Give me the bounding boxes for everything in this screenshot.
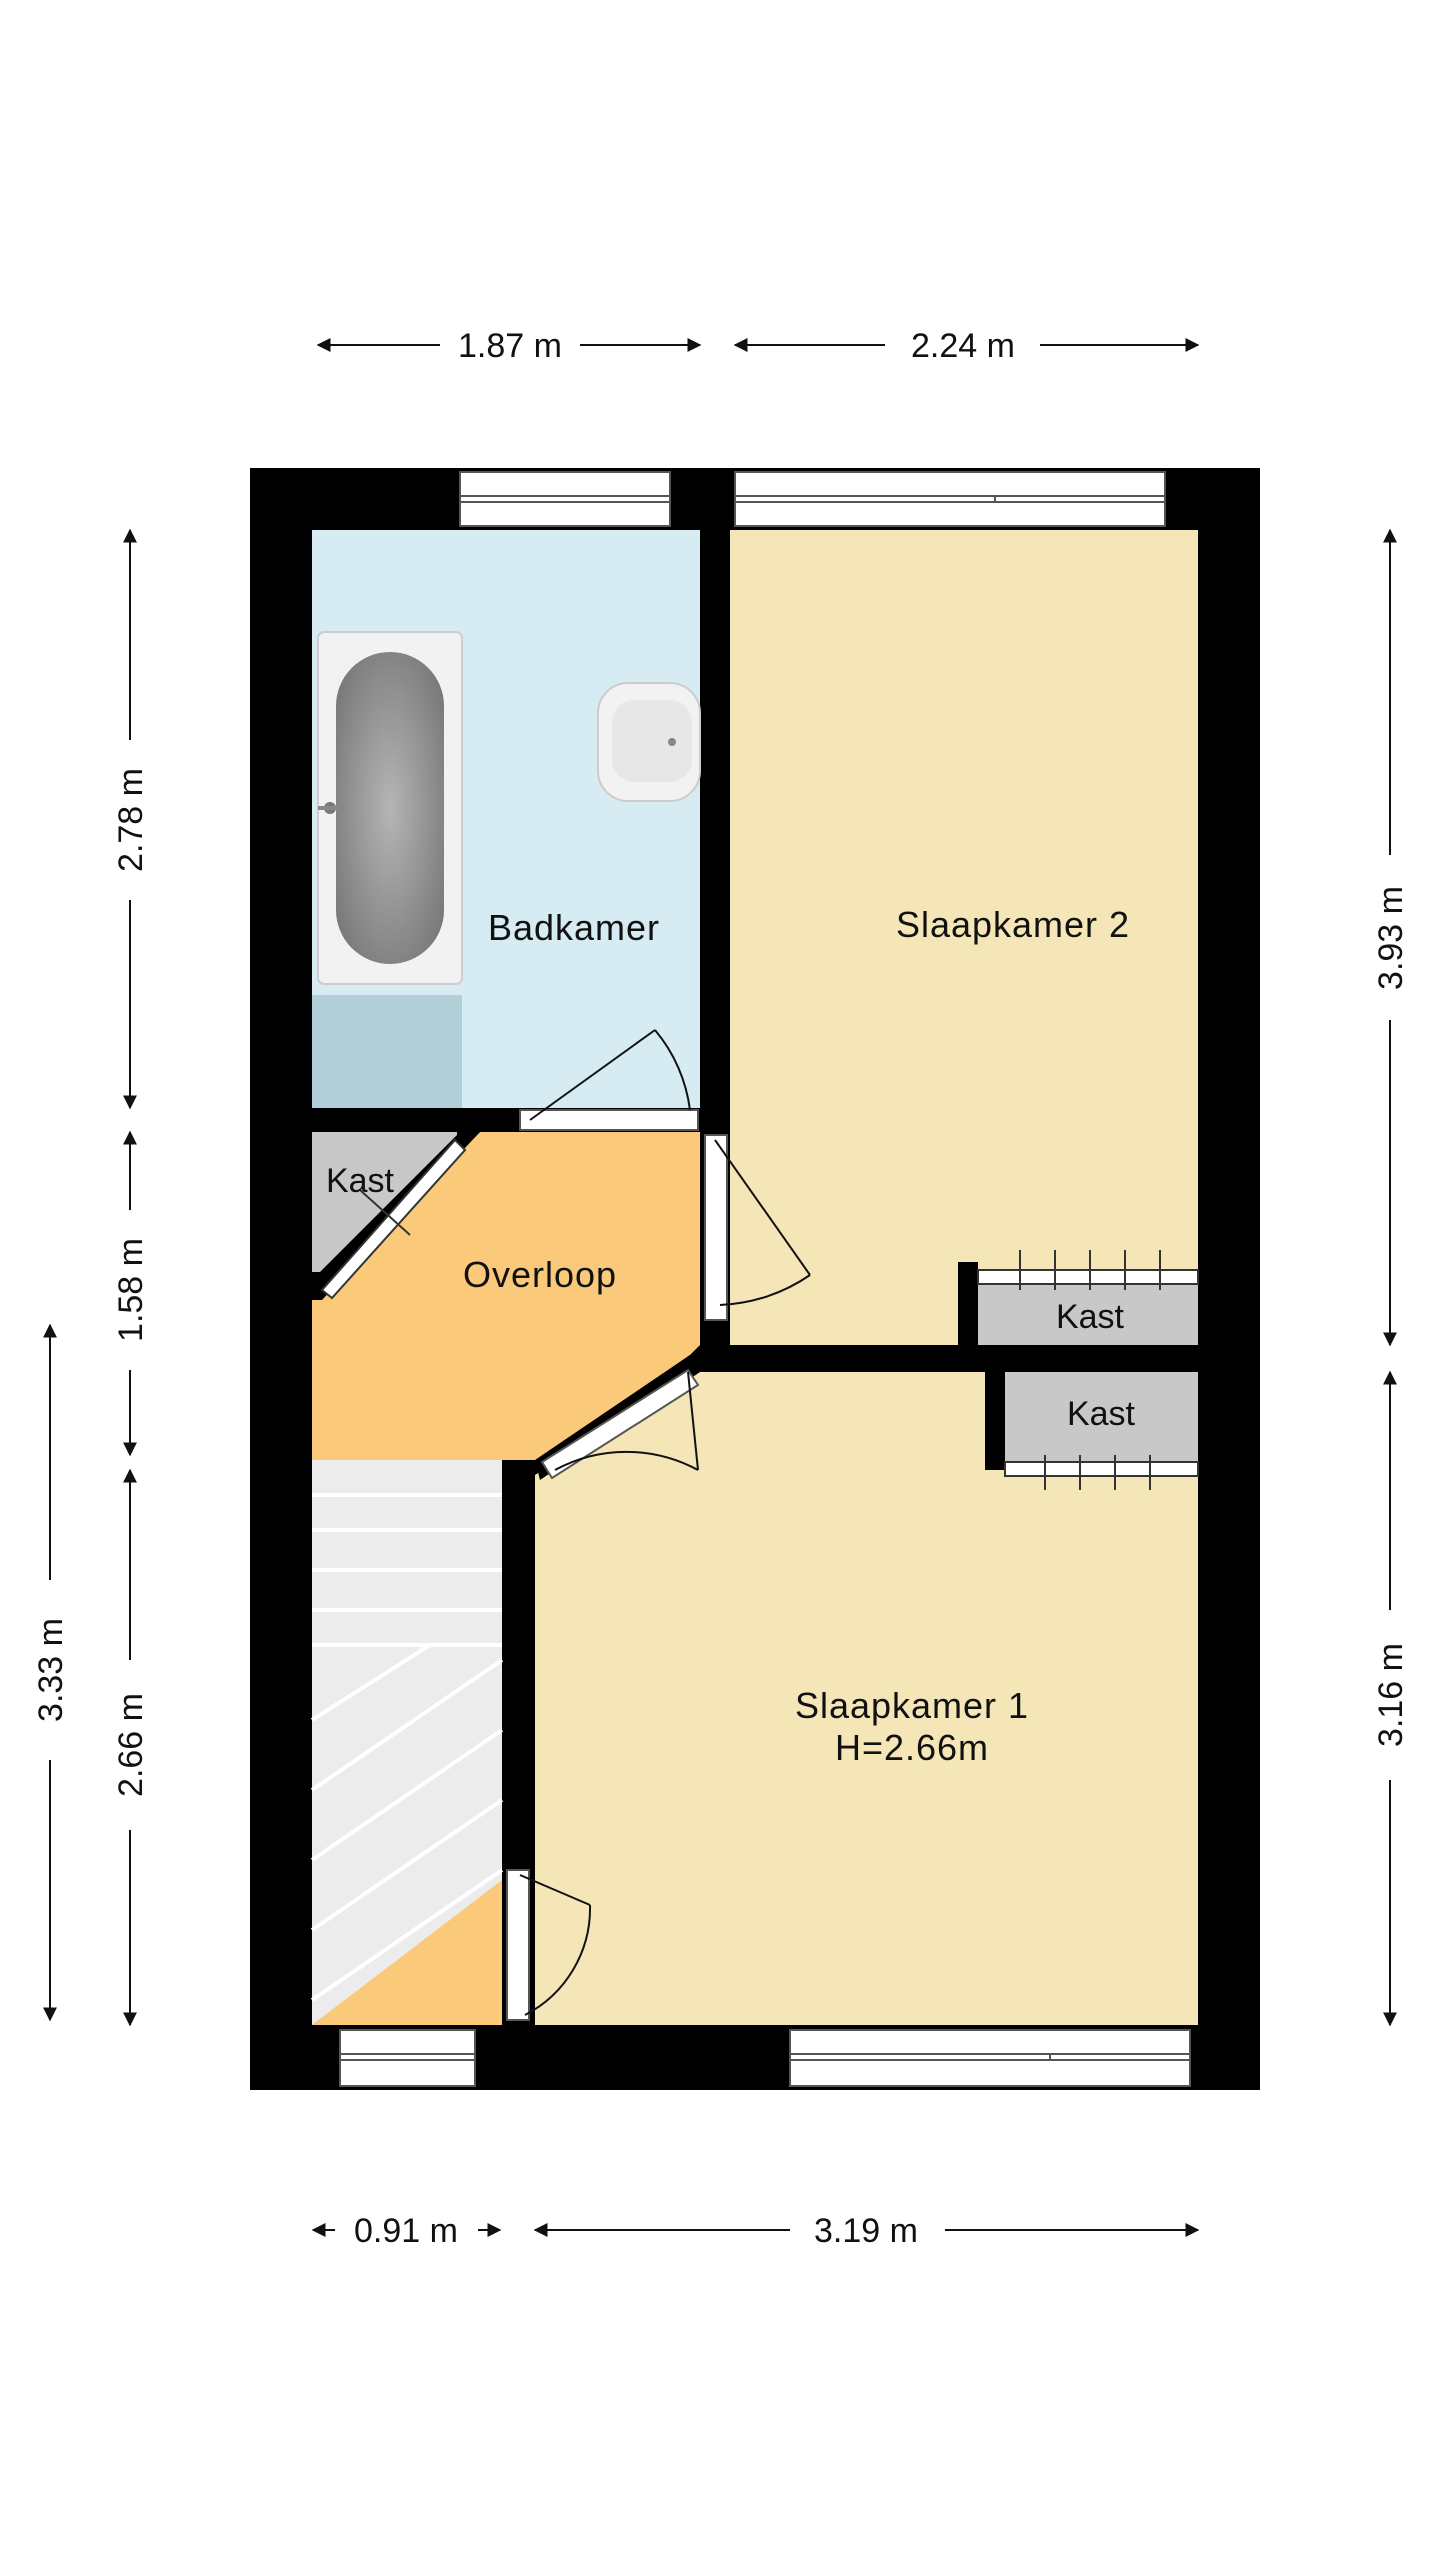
dim-top-2: 2.24 m bbox=[911, 327, 1015, 365]
sink-icon bbox=[597, 682, 701, 802]
label-kast-bedroom-2: Kast bbox=[1056, 1298, 1125, 1336]
dim-bottom-1: 0.91 m bbox=[354, 2212, 458, 2250]
stairs-landing-floor bbox=[312, 1880, 502, 2025]
wall-closet-bed1 bbox=[985, 1372, 1005, 1470]
label-slaapkamer-2: Slaapkamer 2 bbox=[896, 904, 1130, 945]
closet-bedroom-2 bbox=[978, 1283, 1198, 1345]
dim-left-outer: 3.33 m bbox=[32, 1618, 70, 1722]
dim-left-2: 1.58 m bbox=[112, 1238, 150, 1342]
bedroom-2-floor bbox=[730, 530, 1198, 1345]
dim-top-1: 1.87 m bbox=[458, 327, 562, 365]
wall-bath-bed2 bbox=[700, 468, 730, 1133]
label-badkamer: Badkamer bbox=[488, 907, 660, 948]
closet-door-icon bbox=[320, 1138, 1199, 1490]
dim-left-1: 2.78 m bbox=[112, 768, 150, 872]
wall-bed2-bed1 bbox=[700, 1345, 1198, 1372]
label-kast-bedroom-1: Kast bbox=[1067, 1395, 1136, 1433]
bedroom-1-floor bbox=[535, 1372, 1198, 2025]
closet-bedroom-1 bbox=[1005, 1372, 1198, 1467]
dim-right-2: 3.16 m bbox=[1372, 1643, 1410, 1747]
label-slaapkamer-1-height: H=2.66m bbox=[835, 1727, 989, 1768]
label-slaapkamer-1: Slaapkamer 1 bbox=[795, 1685, 1029, 1726]
bathroom-floor-dark bbox=[312, 995, 462, 1108]
dim-bottom-2: 3.19 m bbox=[814, 2212, 918, 2250]
stairs-icon bbox=[310, 1493, 504, 2002]
window-icon bbox=[339, 471, 1191, 2087]
wall-closet-bed2 bbox=[958, 1262, 978, 1345]
label-overloop: Overloop bbox=[463, 1254, 617, 1295]
door-swing-icon bbox=[506, 1029, 811, 2021]
label-kast-landing: Kast bbox=[326, 1162, 395, 1200]
dim-right-1: 3.93 m bbox=[1372, 886, 1410, 990]
bathtub-icon bbox=[317, 631, 463, 985]
landing-floor bbox=[312, 1132, 700, 1460]
dim-left-3: 2.66 m bbox=[112, 1693, 150, 1797]
